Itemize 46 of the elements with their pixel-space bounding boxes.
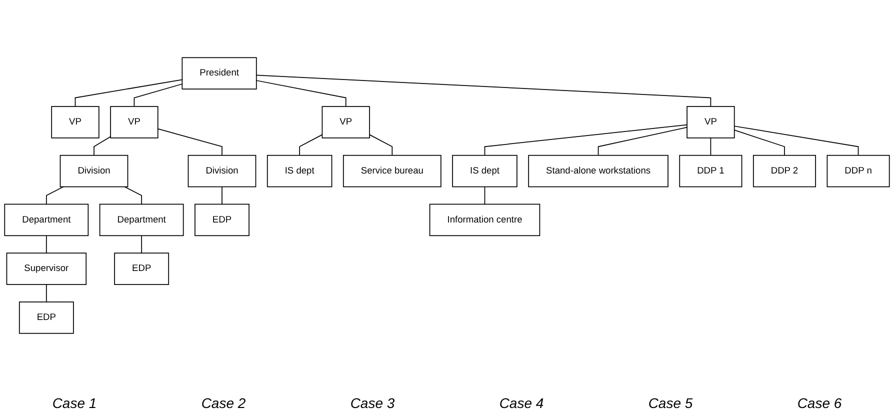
connector: [598, 126, 688, 156]
case-label: Case 4: [499, 395, 544, 411]
node-box: EDP: [18, 302, 74, 334]
node-box: Department: [4, 204, 89, 236]
node-box: Service bureau: [342, 154, 442, 188]
node-box: Information centre: [429, 204, 540, 236]
case-label: Case 5: [648, 395, 693, 411]
connector: [74, 79, 183, 107]
case-label: Case 2: [201, 395, 246, 411]
node-box: President: [182, 57, 257, 90]
node-box: IS dept: [266, 154, 332, 188]
node-box: VP: [322, 106, 370, 138]
connector: [134, 84, 183, 107]
connector: [141, 235, 142, 254]
node-box: VP: [51, 106, 100, 138]
node-box: Division: [188, 154, 256, 188]
connector: [256, 74, 712, 107]
node-box: Division: [60, 154, 128, 188]
connector: [299, 134, 323, 156]
connector: [734, 126, 859, 156]
node-box: Supervisor: [6, 252, 87, 285]
node-box: DDP 2: [752, 154, 816, 188]
connector: [256, 80, 346, 107]
connector: [46, 284, 47, 302]
connector: [46, 235, 47, 254]
connector: [46, 186, 64, 205]
node-box: VP: [110, 106, 158, 138]
node-box: IS dept: [452, 154, 518, 188]
connector: [124, 186, 142, 205]
node-box: DDP 1: [679, 154, 742, 188]
case-label: Case 1: [52, 395, 97, 411]
case-label: Case 3: [350, 395, 395, 411]
node-box: EDP: [114, 252, 170, 285]
connector: [157, 128, 222, 156]
case-label: Case 6: [797, 395, 842, 411]
connector: [94, 136, 111, 156]
node-box: VP: [686, 106, 735, 138]
connector: [369, 134, 393, 156]
connector: [734, 130, 785, 156]
node-box: DDP n: [826, 154, 890, 188]
connector: [484, 124, 688, 156]
node-box: Stand-alone workstations: [528, 154, 668, 188]
connector: [710, 137, 712, 156]
connector: [484, 186, 486, 205]
node-box: Department: [99, 204, 184, 236]
node-box: EDP: [194, 204, 250, 236]
